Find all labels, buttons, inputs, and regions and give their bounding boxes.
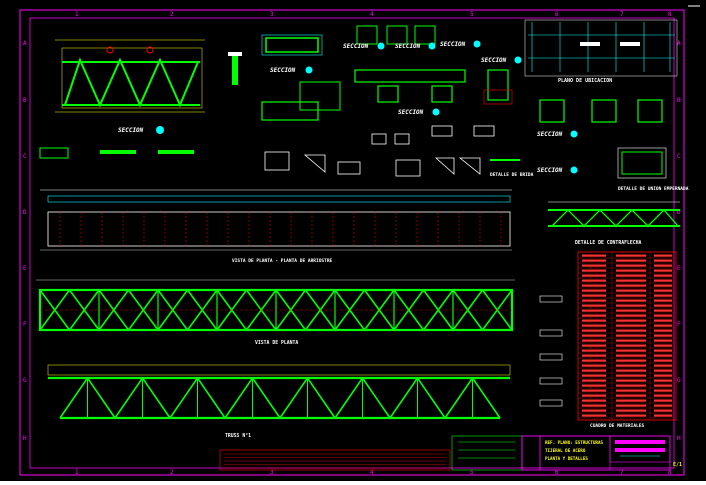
row-label-A: A	[23, 40, 27, 47]
row-label-H: H	[23, 435, 27, 442]
col-label-bottom-4: 4	[370, 469, 374, 476]
col-label-7: 7	[620, 11, 624, 18]
plate-details-row	[39, 125, 520, 177]
location-plan-title: PLANO DE UBICACION	[558, 78, 612, 84]
row-label-right-F: F	[677, 321, 681, 328]
row-label-E: E	[23, 265, 27, 272]
row-label-right-D: D	[677, 209, 681, 216]
section-c1-title: SECCION	[270, 67, 296, 74]
row-label-G: G	[23, 377, 27, 384]
title-block-line-2: TIJERAL DE ACERO	[545, 448, 586, 453]
row-label-B: B	[23, 97, 27, 104]
row-label-right-E: E	[677, 265, 681, 272]
row-label-F: F	[23, 321, 27, 328]
location-plan	[524, 19, 678, 77]
col-label-bottom-7: 7	[620, 469, 624, 476]
col-label-bottom-1: 1	[75, 469, 79, 476]
plan-view-title: VISTA DE PLANTA	[255, 340, 298, 346]
section-a1-title: SECCION	[118, 127, 144, 134]
section-c3-title: SECCION	[537, 131, 563, 138]
section-label-a3: SECCION	[395, 42, 436, 50]
row-label-right-C: C	[677, 153, 681, 160]
plan-bracing-title: VISTA DE PLANTA - PLANTA DE ARRIOSTRE	[232, 258, 333, 264]
section-b2-title: SECCION	[481, 57, 507, 64]
truss-title: TRUSS N°1	[225, 433, 251, 439]
row-label-right-B: B	[677, 97, 681, 104]
section-details-top	[261, 25, 513, 121]
col-label-bottom-5: 5	[470, 469, 474, 476]
col-label-bottom-3: 3	[270, 469, 274, 476]
column-labels: 1 1 2 2 3 3 4 4 5 5 6 6 7 7 8 8	[75, 11, 672, 476]
bracing-lines	[59, 212, 502, 246]
title-block	[219, 435, 671, 471]
truss-elevation-1	[36, 279, 515, 332]
col-label-1: 1	[75, 11, 79, 18]
section-label-c2: SECCION	[398, 108, 440, 116]
plan-view-bracing	[40, 189, 512, 251]
row-labels: A A B B C C D D E E F F G G H H	[23, 40, 681, 442]
col-label-bottom-8: 8	[668, 469, 672, 476]
section-a2-title: SECCION	[343, 43, 369, 50]
col-label-4: 4	[370, 11, 374, 18]
camber-detail-title: DETALLE DE CONTRAFLECHA	[575, 240, 642, 246]
flange-detail-title: DETALLE DE BRIDA	[490, 172, 534, 178]
row-label-C: C	[23, 153, 27, 160]
section-a-truss-detail	[55, 39, 205, 113]
section-a3-title: SECCION	[395, 43, 421, 50]
row-label-right-G: G	[677, 377, 681, 384]
section-label-d1: SECCION	[537, 166, 578, 174]
col-label-6: 6	[555, 11, 559, 18]
section-label-c3: SECCION	[537, 130, 578, 138]
material-table	[577, 251, 677, 421]
right-section-details	[539, 99, 667, 179]
section-c2-title: SECCION	[398, 109, 424, 116]
col-label-bottom-2: 2	[170, 469, 174, 476]
section-label-b2: SECCION	[481, 56, 522, 64]
sheet-outer-border	[19, 9, 685, 476]
camber-detail	[548, 201, 680, 227]
col-label-bottom-6: 6	[555, 469, 559, 476]
truss-elevation-2	[47, 364, 511, 420]
material-table-title: CUADRO DE MATERIALES	[590, 423, 644, 429]
row-label-right-A: A	[677, 40, 681, 47]
row-label-right-H: H	[677, 435, 681, 442]
col-label-3: 3	[270, 11, 274, 18]
row-label-D: D	[23, 209, 27, 216]
section-label-c1: SECCION	[270, 66, 313, 74]
section-label-a1: SECCION	[118, 126, 164, 134]
sheet-number: E/1	[673, 462, 682, 468]
column-detail	[228, 52, 242, 85]
title-block-line-3: PLANTA Y DETALLES	[545, 456, 588, 461]
section-d1-title: SECCION	[537, 167, 563, 174]
title-block-lines	[224, 453, 446, 469]
section-b1-title: SECCION	[440, 41, 466, 48]
truss-callouts	[539, 295, 563, 407]
col-label-5: 5	[470, 11, 474, 18]
material-table-rows	[578, 254, 676, 419]
bolted-joint-detail-title: DETALLE DE UNION EMPERNADA	[618, 186, 689, 192]
col-label-2: 2	[170, 11, 174, 18]
truss-2-web-members	[59, 377, 501, 419]
section-label-b1: SECCION	[440, 40, 481, 48]
col-label-8: 8	[668, 11, 672, 18]
section-label-a2: SECCION	[343, 42, 385, 50]
title-block-line-1: REF. PLANO: ESTRUCTURAS	[545, 440, 603, 445]
